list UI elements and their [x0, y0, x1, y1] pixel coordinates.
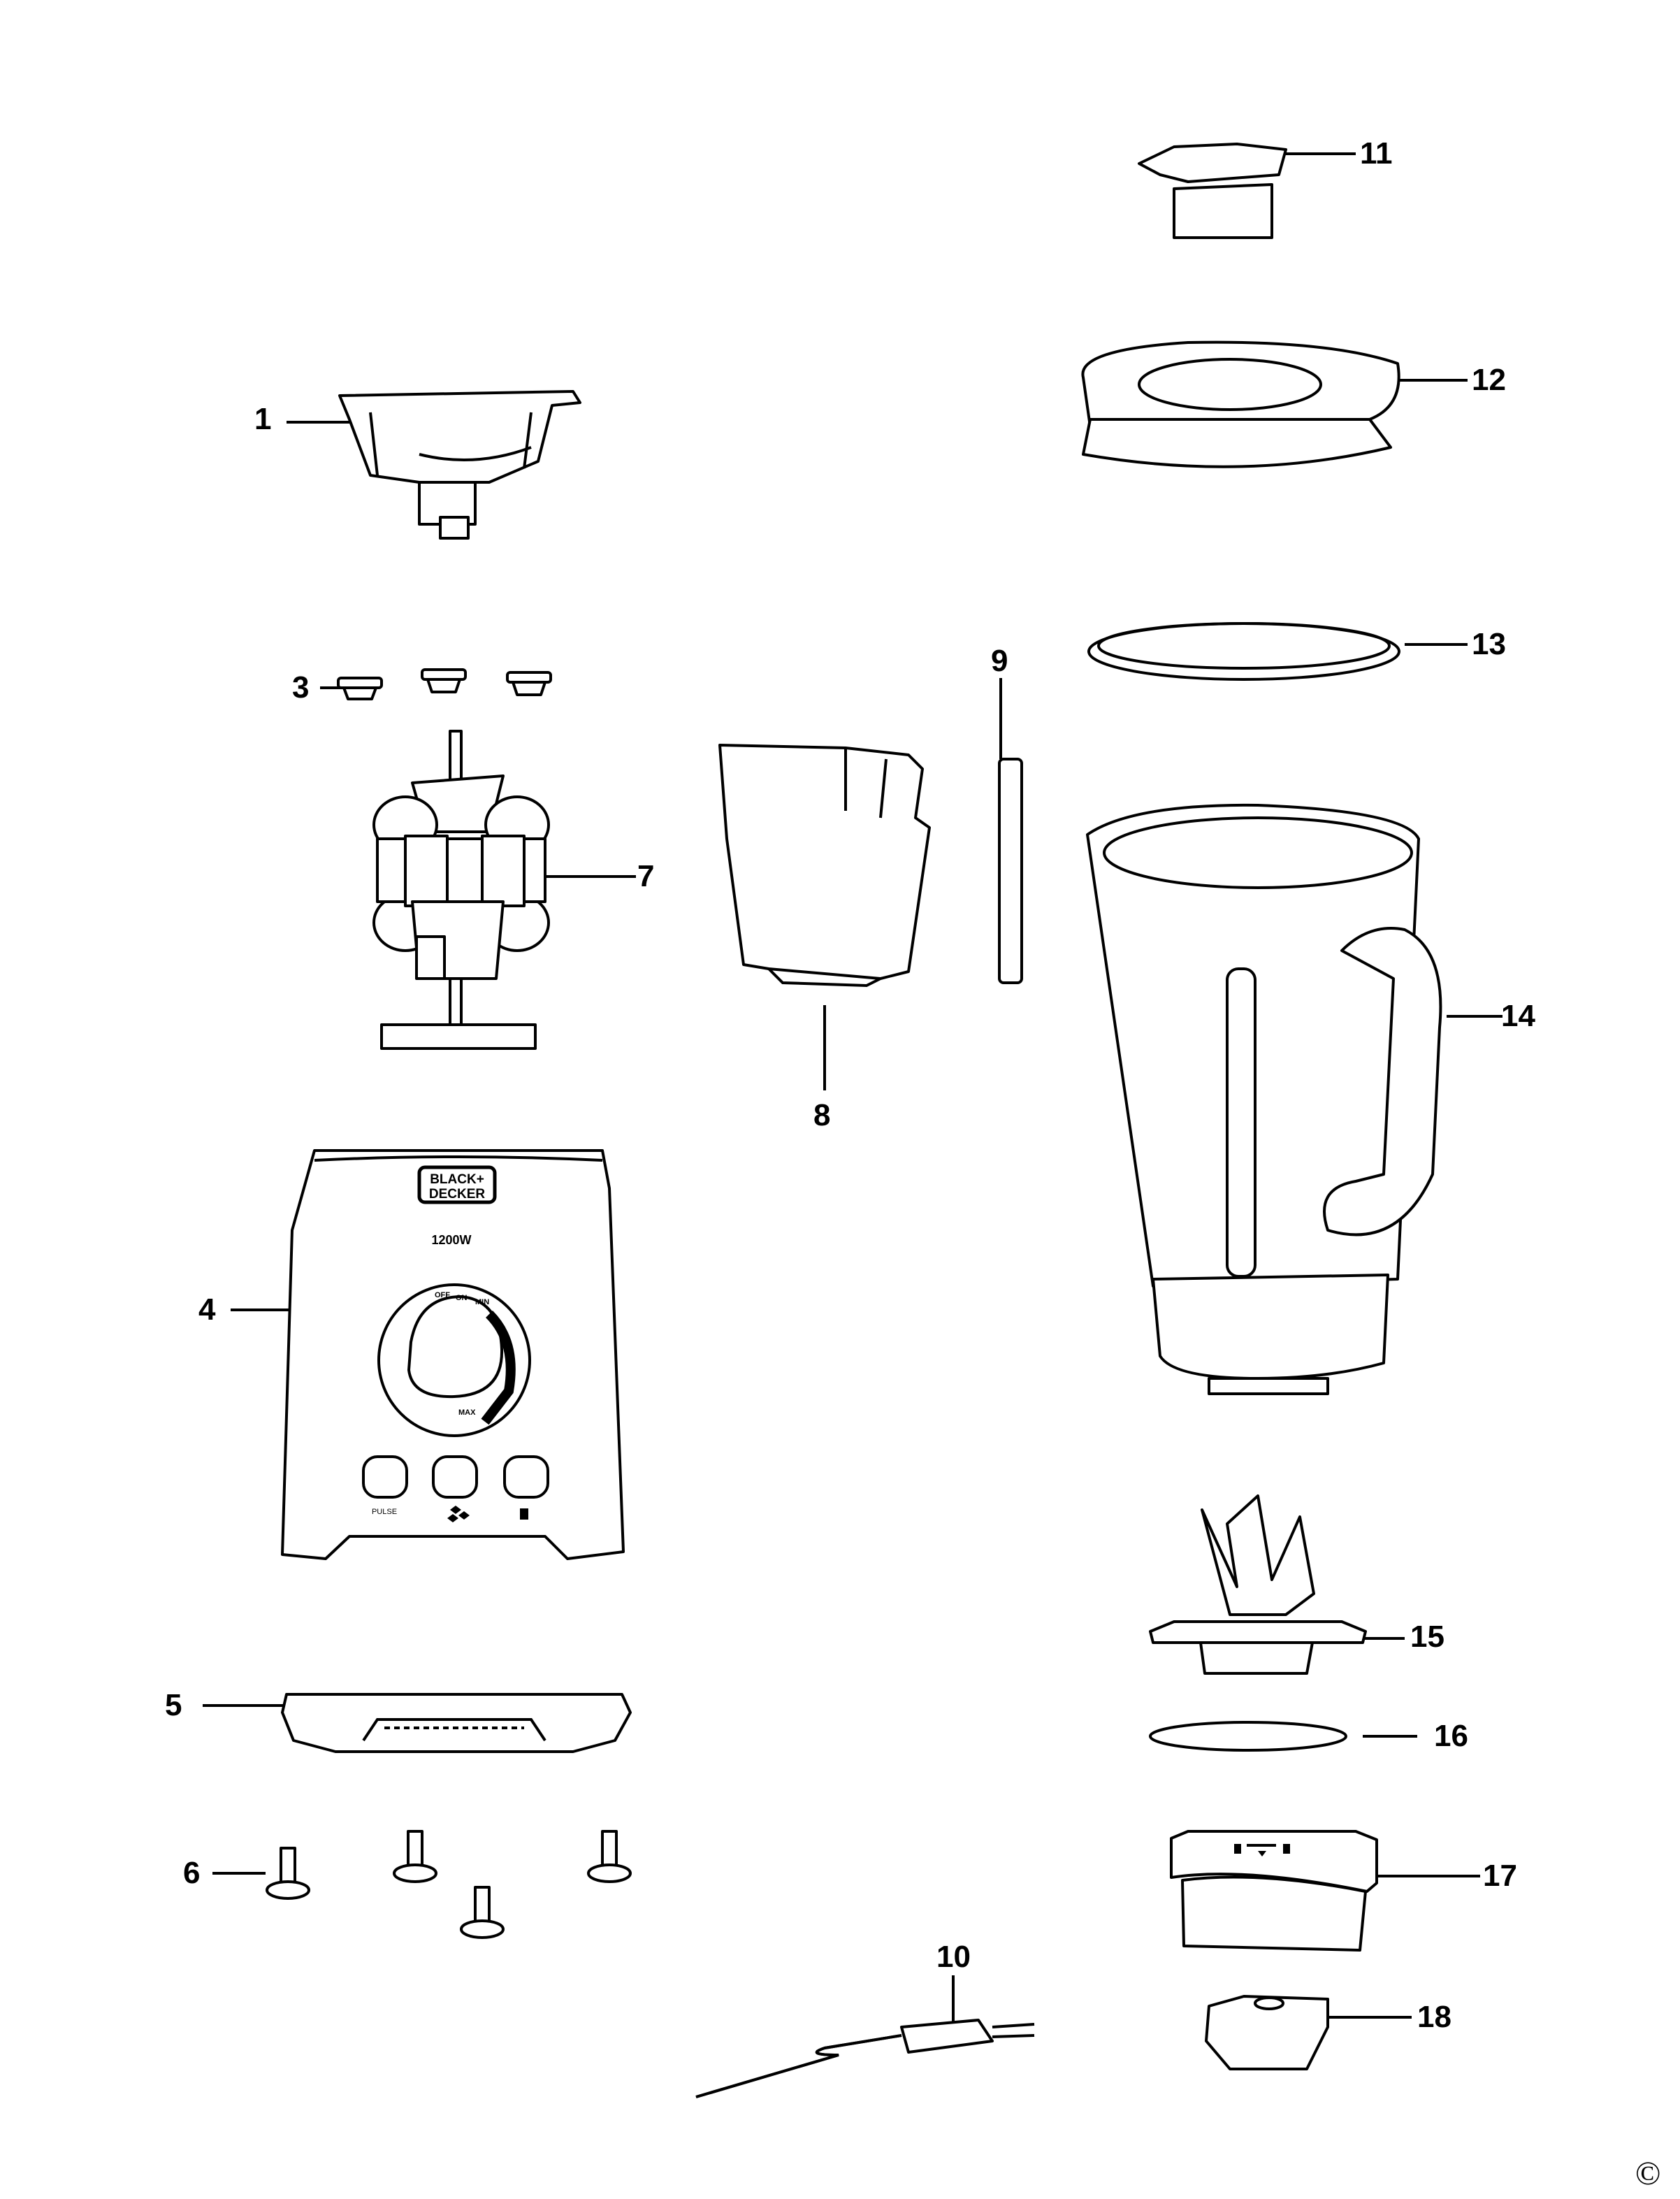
dial-label-min: MIN: [475, 1298, 489, 1306]
part-3-bushings: [337, 668, 552, 700]
part-6-feet: [266, 1830, 632, 1939]
power-rating: 1200W: [431, 1233, 471, 1247]
callout-7: 7: [637, 859, 655, 893]
brand-logo-line-2: DECKER: [429, 1187, 486, 1202]
part-9-seal-strip: [998, 758, 1023, 984]
callout-5: 5: [165, 1688, 182, 1722]
callout-4: 4: [198, 1292, 216, 1327]
callout-8: 8: [813, 1098, 831, 1132]
dial-label-on: ON: [456, 1294, 468, 1302]
part-18-drive-coupler: [1205, 1995, 1329, 2070]
part-4-motor-base: BLACK+ DECKER 1200W OFF ON MIN MAX PULSE: [281, 1149, 625, 1560]
dial-label-off: OFF: [435, 1291, 450, 1299]
callout-11: 11: [1360, 136, 1393, 171]
callout-18: 18: [1417, 2000, 1451, 2034]
part-16-blade-seal: [1149, 1721, 1347, 1752]
pulse-label: PULSE: [372, 1508, 397, 1516]
part-11-measuring-cap: [1138, 143, 1287, 239]
part-17-jar-base-collar: [1170, 1830, 1378, 1952]
part-7-motor: [372, 730, 550, 1050]
callout-16: 16: [1434, 1719, 1468, 1753]
brand-logo-line-1: BLACK+: [430, 1172, 484, 1187]
part-13-lid-gasket: [1087, 622, 1400, 681]
callout-1: 1: [254, 402, 272, 436]
callout-6: 6: [183, 1856, 201, 1890]
ice-crush-icon: [447, 1506, 470, 1522]
leader-lines: [203, 152, 1502, 2027]
callout-15: 15: [1410, 1620, 1444, 1654]
callout-13: 13: [1472, 627, 1506, 661]
callout-10: 10: [936, 1940, 971, 1974]
part-10-power-cord: [695, 2019, 1035, 2098]
callout-3: 3: [292, 670, 310, 705]
part-14-blender-jar: [1086, 803, 1442, 1395]
smoothie-icon: [520, 1508, 528, 1520]
copyright-mark: ©: [1635, 2155, 1661, 2192]
dial-label-max: MAX: [458, 1408, 476, 1417]
callout-12: 12: [1472, 363, 1506, 397]
callout-9: 9: [991, 644, 1008, 678]
lock-unlock-icons: [1234, 1844, 1290, 1856]
part-8-inner-cover: [718, 744, 931, 988]
callout-14: 14: [1501, 999, 1535, 1033]
callout-17: 17: [1483, 1859, 1517, 1893]
part-12-lid: [1081, 340, 1400, 468]
part-1-motor-cover: [338, 390, 581, 540]
part-5-bottom-plate: [281, 1693, 632, 1753]
part-15-blade-assembly: [1149, 1494, 1367, 1675]
